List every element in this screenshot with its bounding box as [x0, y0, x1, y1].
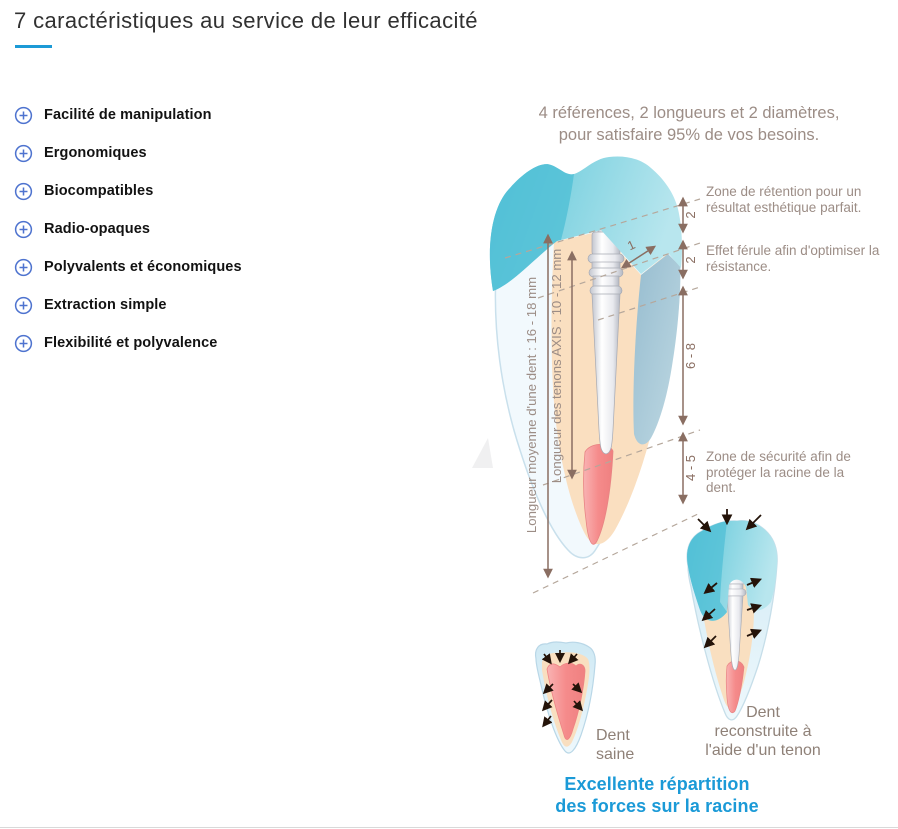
main-tooth-illustration — [489, 156, 682, 559]
tooth-length-label: Longueur moyenne d'une dent : 16 - 18 mm — [524, 277, 539, 533]
tooth-cut-surface — [633, 254, 681, 445]
length-arrows — [543, 233, 657, 579]
feature-label: Radio-opaques — [44, 221, 151, 237]
plus-circle-icon — [14, 106, 33, 124]
annotation-ferrule: Effet férule afin d'optimiser la résista… — [706, 243, 880, 274]
healthy-tooth-label: Dent saine — [596, 727, 635, 763]
annotation-security: Zone de sécurité afin de protéger la rac… — [706, 449, 851, 495]
forces-caption: Excellente répartition des forces sur la… — [555, 774, 759, 816]
feature-item-polyvalents[interactable]: Polyvalents et économiques — [14, 248, 242, 286]
feature-item-flexibilite[interactable]: Flexibilité et polyvalence — [14, 324, 242, 362]
page-title: 7 caractéristiques au service de leur ef… — [14, 8, 478, 33]
feature-label: Biocompatibles — [44, 183, 154, 199]
safety-span-label: 4 - 5 — [683, 455, 698, 481]
feature-list: Facilité de manipulation Ergonomiques Bi… — [14, 96, 242, 362]
post-length-label: Longueur des tenons AXIS : 10 - 12 mm — [549, 249, 564, 484]
root-span-label: 6 - 8 — [683, 343, 698, 369]
plus-circle-icon — [14, 182, 33, 200]
plus-circle-icon — [14, 334, 33, 352]
feature-item-biocompatibles[interactable]: Biocompatibles — [14, 172, 242, 210]
reconstructed-tooth-label: Dent reconstruite à l'aide d'un tenon — [705, 704, 821, 759]
diagram-heading: 4 références, 2 longueurs et 2 diamètres… — [480, 102, 898, 146]
bottom-divider — [0, 827, 898, 828]
feature-label: Extraction simple — [44, 297, 167, 313]
force-arrows — [697, 509, 763, 649]
dental-post — [587, 222, 625, 455]
feature-label: Facilité de manipulation — [44, 107, 212, 123]
force-arrows — [541, 650, 584, 728]
feature-label: Polyvalents et économiques — [44, 259, 242, 275]
diagram-heading-line1: 4 références, 2 longueurs et 2 diamètres… — [538, 104, 840, 122]
feature-label: Ergonomiques — [44, 145, 147, 161]
reconstructed-tooth-illustration — [686, 509, 778, 721]
plus-circle-icon — [14, 258, 33, 276]
ferrule-height-label: 2 — [683, 256, 698, 263]
tooth-crown-front-cusp — [489, 164, 574, 291]
page-artifact — [472, 438, 493, 468]
feature-item-facilite[interactable]: Facilité de manipulation — [14, 96, 242, 134]
diagram-heading-line2: pour satisfaire 95% de vos besoins. — [558, 126, 820, 144]
feature-item-ergonomiques[interactable]: Ergonomiques — [14, 134, 242, 172]
plus-circle-icon — [14, 296, 33, 314]
feature-item-extraction[interactable]: Extraction simple — [14, 286, 242, 324]
annotation-retention: Zone de rétention pour un résultat esthé… — [706, 184, 862, 215]
feature-label: Flexibilité et polyvalence — [44, 335, 218, 351]
pulp — [546, 662, 586, 740]
plus-circle-icon — [14, 144, 33, 162]
feature-item-radio-opaques[interactable]: Radio-opaques — [14, 210, 242, 248]
plus-circle-icon — [14, 220, 33, 238]
title-accent-underline — [15, 45, 52, 48]
healthy-tooth-illustration — [534, 641, 596, 754]
retention-height-label: 2 — [683, 211, 698, 218]
